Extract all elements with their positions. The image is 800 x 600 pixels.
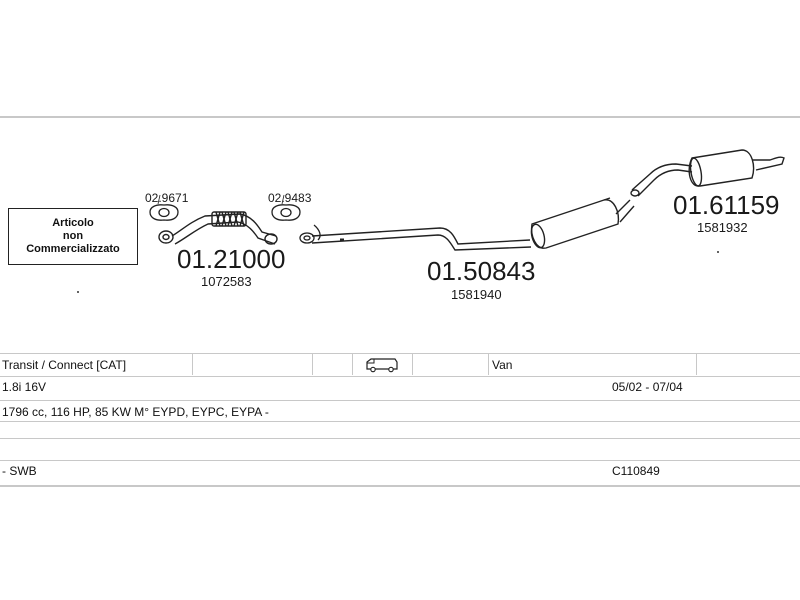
table-divider bbox=[312, 353, 313, 375]
not-available-line3: Commercializzato bbox=[26, 243, 120, 255]
part-01-61159-ref: 1581932 bbox=[697, 220, 748, 235]
part-01-50843-label: 01.50843 bbox=[427, 256, 535, 286]
table-divider bbox=[192, 353, 193, 375]
table-row: Transit / Connect [CAT] Van bbox=[0, 355, 800, 375]
not-available-line1: Articolo bbox=[52, 217, 94, 229]
diagram-bottom-border bbox=[0, 485, 800, 487]
table-divider bbox=[352, 353, 353, 375]
vehicle-engine: 1.8i 16V bbox=[2, 380, 47, 394]
table-row: 1796 cc, 116 HP, 85 KW M° EYPD, EYPC, EY… bbox=[0, 402, 800, 422]
gasket-02-9671-drawing bbox=[149, 194, 179, 221]
not-available-line2: non bbox=[62, 230, 84, 242]
diagram-top-border bbox=[0, 116, 800, 118]
vehicle-body-type: Van bbox=[492, 358, 513, 372]
part-01-50843-ref: 1581940 bbox=[451, 287, 502, 302]
gasket-02-9671-label: 02.9671 bbox=[145, 191, 189, 205]
gasket-02-9483-label: 02.9483 bbox=[268, 191, 312, 205]
flex-section bbox=[211, 211, 247, 227]
gasket-02-9483-drawing bbox=[271, 194, 321, 244]
table-row: - SWB C110849 bbox=[0, 461, 800, 481]
table-divider bbox=[696, 353, 697, 375]
middle-pipe-drawing bbox=[311, 227, 532, 251]
vehicle-production-period: 05/02 - 07/04 bbox=[612, 380, 683, 394]
table-divider bbox=[0, 400, 800, 401]
front-pipe-drawing bbox=[158, 211, 278, 245]
van-icon bbox=[366, 358, 398, 373]
stray-dot bbox=[77, 291, 79, 293]
table-divider bbox=[0, 353, 800, 354]
table-row: 1.8i 16V 05/02 - 07/04 bbox=[0, 377, 800, 397]
rear-silencer-drawing bbox=[630, 149, 785, 197]
vehicle-code: C110849 bbox=[612, 464, 660, 478]
table-divider bbox=[0, 438, 800, 439]
centre-silencer-drawing bbox=[530, 197, 635, 249]
part-01-21000-label: 01.21000 bbox=[177, 244, 285, 274]
vehicle-specs: 1796 cc, 116 HP, 85 KW M° EYPD, EYPC, EY… bbox=[2, 405, 269, 419]
stray-dot bbox=[717, 251, 719, 253]
part-01-61159-label: 01.61159 bbox=[673, 190, 780, 220]
table-divider bbox=[0, 376, 800, 377]
exhaust-system-diagram: 02.9671 02.9483 01.21000 1072583 01.5084… bbox=[77, 149, 785, 302]
part-01-21000-ref: 1072583 bbox=[201, 274, 252, 289]
vehicle-model: Transit / Connect [CAT] bbox=[2, 358, 127, 372]
vehicle-variant: - SWB bbox=[2, 464, 37, 478]
table-divider bbox=[0, 460, 800, 461]
table-divider bbox=[0, 421, 800, 422]
table-divider bbox=[412, 353, 413, 375]
table-divider bbox=[488, 353, 489, 375]
not-available-box: Articolo non Commercializzato bbox=[8, 208, 138, 265]
